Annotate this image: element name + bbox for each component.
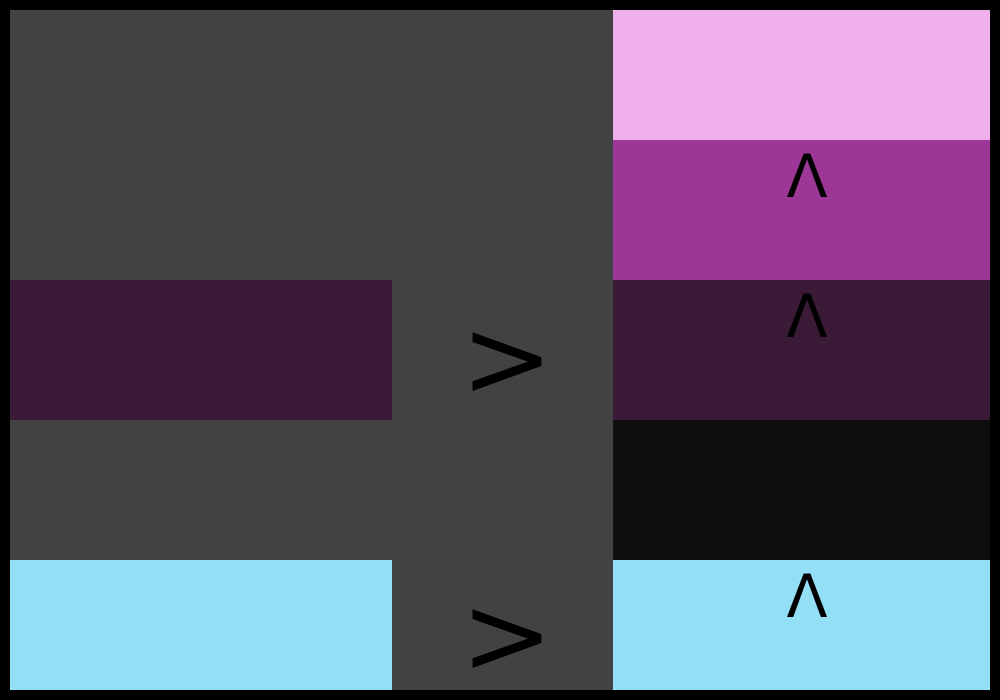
wedge-skyblue: Λ bbox=[786, 562, 828, 632]
right-skyblue-block bbox=[613, 560, 990, 690]
diagram-panel: > > Λ Λ Λ bbox=[10, 10, 990, 690]
left-skyblue-block bbox=[10, 560, 392, 690]
left-plum-block bbox=[10, 280, 392, 420]
right-black-block bbox=[613, 420, 990, 560]
greater-than-upper: > bbox=[460, 294, 554, 422]
wedge-plum: Λ bbox=[786, 282, 828, 352]
right-magenta-block bbox=[613, 140, 990, 280]
right-pink-block bbox=[613, 10, 990, 140]
wedge-magenta: Λ bbox=[786, 142, 828, 212]
right-plum-block bbox=[613, 280, 990, 420]
greater-than-lower: > bbox=[460, 571, 554, 699]
